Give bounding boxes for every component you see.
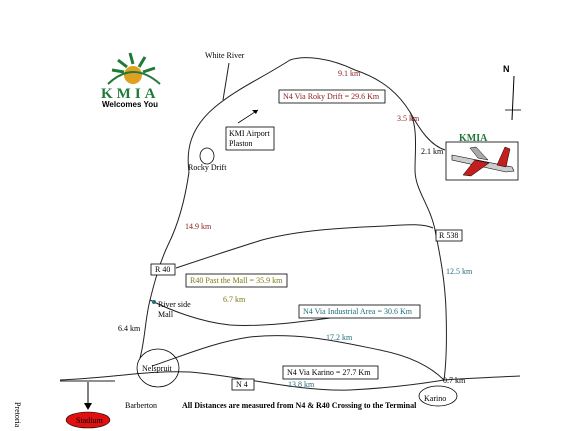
kmia-logo: KMIA Welcomes You [101, 52, 161, 109]
distance-3-5: 3.5 km [397, 114, 420, 123]
river-side-mall-label-1: River side [158, 300, 191, 309]
distance-6-4: 6.4 km [118, 324, 141, 333]
airport-box [445, 141, 519, 181]
airplane-icon [451, 146, 515, 177]
distance-14-9: 14.9 km [185, 222, 212, 231]
road-r40-label: R 40 [155, 265, 170, 274]
stadium-label: Stadium [76, 416, 103, 425]
route-past-mall-label: R40 Past the Mall = 35.9 km [190, 276, 283, 285]
mall-marker-icon [152, 300, 156, 304]
stadium-marker[interactable]: Stadium [65, 382, 111, 429]
airport-plaston-box: KMI Airport Plaston [225, 126, 275, 151]
distance-12-5: 12.5 km [446, 267, 473, 276]
rocky-drift-roundabout [199, 147, 215, 165]
white-river-label: White River [205, 51, 245, 60]
river-side-mall-label-2: Mall [158, 310, 174, 319]
road-n4-box: N 4 [231, 378, 255, 391]
road-r538-label: R 538 [439, 231, 458, 240]
route-past-mall-box: R40 Past the Mall = 35.9 km [185, 273, 288, 288]
karino-roundabout [418, 385, 458, 407]
route-roky-drift-label: N4 Via Roky Drift = 29.6 Km [283, 92, 380, 101]
distance-0-7: 0.7 km [443, 376, 466, 385]
airport-plaston-line2: Plaston [229, 139, 253, 148]
sun-icon [107, 52, 161, 85]
route-industrial-box: N4 Via Industrial Area = 30.6 Km [298, 304, 421, 319]
compass-north: N [503, 64, 510, 74]
karino-label: Karino [424, 394, 446, 403]
distance-footnote: All Distances are measured from N4 & R40… [182, 401, 417, 410]
compass-icon: N [503, 64, 521, 121]
road-r40-box: R 40 [150, 263, 176, 276]
airport-label: KMIA [459, 133, 488, 144]
airport-plaston-line1: KMI Airport [229, 129, 270, 138]
barberton-label: Barberton [125, 401, 157, 410]
route-industrial-label: N4 Via Industrial Area = 30.6 Km [303, 307, 413, 316]
route-roky-drift-box: N4 Via Roky Drift = 29.6 Km [278, 89, 386, 104]
road-n4-label: N 4 [236, 380, 248, 389]
logo-tagline: Welcomes You [102, 100, 158, 109]
distance-2-1: 2.1 km [421, 147, 444, 156]
route-karino-label: N4 Via Karino = 27.7 Km [287, 368, 371, 377]
road-r538-box: R 538 [435, 229, 463, 242]
logo-text: KMIA [101, 86, 160, 102]
route-karino-box: N4 Via Karino = 27.7 Km [282, 365, 379, 380]
distance-9-1: 9.1 km [338, 69, 361, 78]
nelspruit-label: Nelspruit [142, 364, 173, 373]
pretoria-label: Pretoria [13, 402, 22, 428]
distance-13-8: 13.8 km [288, 380, 315, 389]
distance-17-2: 17.2 km [326, 333, 353, 342]
nelspruit-roundabout [136, 348, 180, 388]
distance-6-7: 6.7 km [223, 295, 246, 304]
rocky-drift-label: Rocky Drift [188, 163, 227, 172]
